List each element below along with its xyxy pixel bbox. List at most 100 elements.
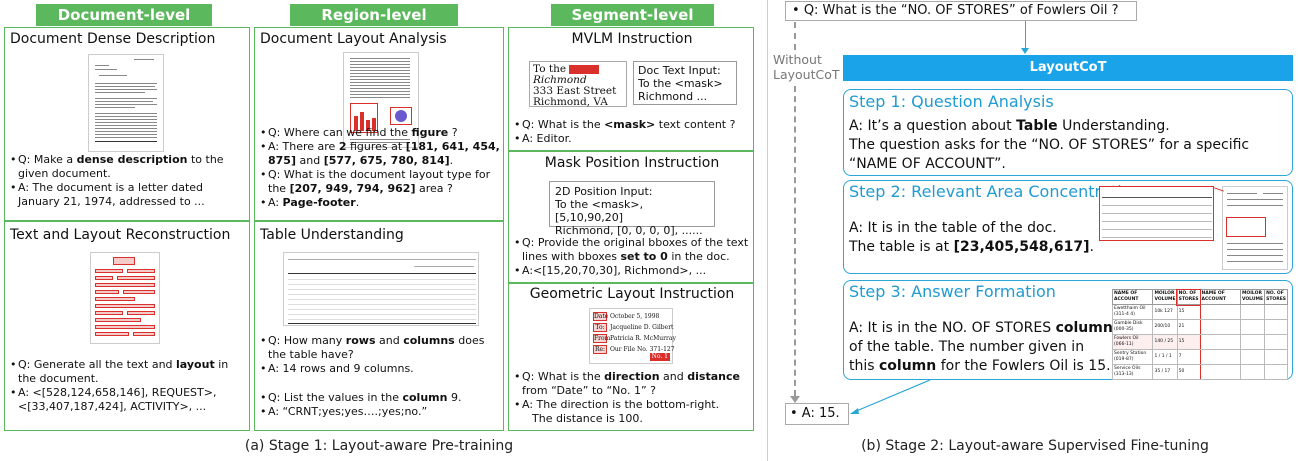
caption-stage-1: (a) Stage 1: Layout-aware Pre-training [244, 438, 514, 454]
memo-key: From: [593, 334, 613, 343]
table-header-cell: NAME OF ACCOUNT [1199, 289, 1241, 305]
question: Q: List the values in the column 9. [260, 391, 502, 405]
panel-mask-position: Mask Position Instruction 2D Position In… [508, 151, 754, 283]
panel-mvlm: MVLM Instruction To the Richmond 333 Eas… [508, 27, 754, 151]
table-cell: 1 / 1 / 1 [1152, 349, 1178, 365]
question: Q: How many rows and columns does the ta… [260, 334, 502, 362]
arrow-to-layoutcot [1025, 21, 1026, 51]
header-document-level: Document-level [36, 4, 212, 26]
qa-list: Q: Provide the original bboxes of the te… [514, 236, 752, 278]
stage-divider [767, 0, 768, 461]
table-document-thumbnail [283, 252, 479, 326]
masked-word [569, 64, 600, 74]
panel-layout-analysis: Document Layout Analysis Q: Where can we… [254, 27, 504, 221]
qa-list: Q: List the values in the column 9. A: “… [260, 391, 502, 419]
question: Q: What is the document layout type for … [260, 168, 502, 196]
table-cell [1239, 334, 1266, 350]
answer: A: Page-footer. [260, 196, 502, 210]
memo-value: Jacqueline D. Gilbert [610, 324, 674, 331]
memo-row: From:Patricia R. McMurray [593, 334, 676, 344]
dashed-arrow-head [790, 396, 800, 403]
answer: A: <[528,124,658,146], REQUEST>, <[33,40… [10, 386, 246, 414]
answer: A: “CRNT;yes;yes….;yes;no.” [260, 405, 502, 419]
table-cell: Ewetthaim Oil (311-4 4) [1111, 304, 1154, 320]
table-header-cell: MOILOR VOLUME [1152, 289, 1178, 305]
question-text: Q: What is the “NO. OF STORES” of Fowler… [803, 3, 1119, 18]
table-cell [1264, 349, 1288, 365]
arrow-head [1021, 48, 1029, 54]
qa-list: Q: Make a dense description to the given… [10, 153, 246, 209]
mvlm-document-snippet: To the Richmond 333 East Street Richmond… [529, 61, 627, 108]
panel-title: MVLM Instruction [571, 31, 693, 47]
table-cell: 200/10 [1152, 319, 1178, 335]
step-1-box: Step 1: Question Analysis A: It’s a ques… [843, 89, 1293, 176]
qa-list: Q: What is the <mask> text content ? A: … [514, 118, 752, 146]
step-2-title: Step 2: Relevant Area Concentration [849, 182, 1142, 201]
step-3-title: Step 3: Answer Formation [849, 282, 1056, 301]
answer: A: The direction is the bottom-right.The… [514, 398, 752, 426]
answer-box: • A: 15. [785, 403, 849, 425]
memo-key: Date [593, 312, 609, 321]
caption-stage-2: (b) Stage 2: Layout-aware Supervised Fin… [861, 438, 1209, 454]
form-document-thumbnail [90, 252, 160, 344]
table-cell: Fowlers Oil (066-11) [1111, 334, 1154, 350]
memo-row: Re:Our File No. 371-127 [593, 345, 675, 355]
question: Q: What is the direction and distance fr… [514, 370, 752, 398]
memo-value: Our File No. 371-127 [610, 346, 675, 353]
table-cell [1264, 319, 1288, 335]
table-cell [1264, 364, 1288, 380]
table-cell: Sentry Station (019-87) [1111, 349, 1154, 365]
step-3-body: A: It is in the NO. OF STORES column of … [849, 320, 1113, 374]
panel-title: Document Layout Analysis [260, 31, 447, 47]
table-cell [1239, 349, 1266, 365]
question: Q: Where can we find the figure ? [260, 126, 502, 140]
figure-box-2 [390, 107, 412, 125]
answer: A:<[15,20,70,30], Richmond>, ... [514, 264, 752, 278]
question: Q: Make a dense description to the given… [10, 153, 246, 181]
qa-list: Q: What is the direction and distance fr… [514, 370, 752, 426]
panel-document-dense: Document Dense Description Q: Make a den… [4, 27, 250, 221]
table-cell: 10k 127 [1152, 304, 1178, 320]
header-segment-level: Segment-level [551, 4, 714, 26]
table-cell [1199, 349, 1241, 365]
without-layoutcot-label: Without LayoutCoT [773, 52, 840, 82]
memo-badge: No. 1 [649, 353, 670, 361]
table-cell: 140 / 25 [1152, 334, 1178, 350]
table-cell: 15 [1176, 334, 1201, 350]
question: Q: Provide the original bboxes of the te… [514, 236, 752, 264]
answer: A: 14 rows and 9 columns. [260, 362, 502, 376]
doc-text-input-box: Doc Text Input: To the <mask> Richmond .… [633, 61, 737, 105]
table-cell [1239, 364, 1266, 380]
answer: A: There are 2 figures at [181, 641, 454… [260, 140, 502, 168]
table-cell: 35 / 17 [1152, 364, 1178, 380]
full-document-thumbnail [1222, 186, 1288, 270]
step-2-body: A: It is in the table of the doc. The ta… [849, 220, 1094, 255]
qa-list: Q: Generate all the text and layout in t… [10, 358, 246, 414]
table-header-cell: MOILOR VOLUME [1239, 289, 1266, 305]
layoutcot-bar: LayoutCoT [843, 55, 1293, 81]
question: Q: Generate all the text and layout in t… [10, 358, 246, 386]
panel-table-understanding: Table Understanding Q: How many rows and… [254, 221, 504, 431]
question-box: • Q: What is the “NO. OF STORES” of Fowl… [785, 1, 1137, 21]
memo-key: To: [593, 323, 607, 332]
table-cell: 50 [1176, 364, 1201, 380]
panel-title: Text and Layout Reconstruction [10, 227, 231, 243]
question: Q: What is the <mask> text content ? [514, 118, 752, 132]
qa-list: Q: How many rows and columns does the ta… [260, 334, 502, 376]
table-cell [1199, 304, 1241, 320]
panel-title: Geometric Layout Instruction [529, 286, 735, 302]
table-header-cell: NAME OF ACCOUNT [1111, 289, 1154, 305]
question-bullet: • [792, 3, 804, 18]
table-cell: Service Oils (313-13) [1111, 364, 1154, 380]
table-cell [1239, 304, 1266, 320]
memo-value: October 5, 1998 [610, 313, 660, 320]
table-cell: 15 [1176, 304, 1201, 320]
header-region-level: Region-level [290, 4, 458, 26]
memo-key: Re: [593, 345, 607, 354]
position-input-box: 2D Position Input: To the <mask>, [5,10,… [549, 181, 715, 237]
